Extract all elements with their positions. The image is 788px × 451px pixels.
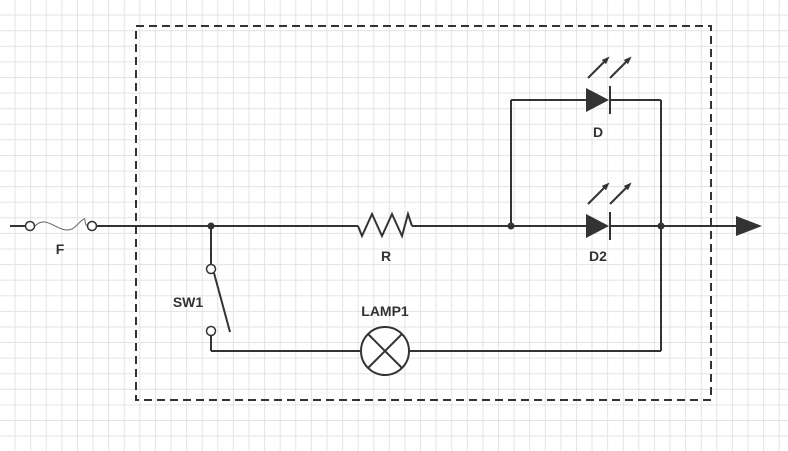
output-arrow-icon	[736, 216, 762, 236]
led-branch-wire	[510, 99, 662, 351]
switch-branch-wire	[210, 226, 661, 352]
resistor-symbol	[357, 210, 413, 239]
led-top-symbol	[586, 56, 632, 114]
enclosure-box	[135, 25, 712, 401]
switch-label: SW1	[173, 294, 204, 310]
lamp-label: LAMP1	[361, 303, 409, 319]
switch-symbol	[205, 263, 231, 337]
led-bottom-label: D2	[589, 248, 607, 264]
lamp-symbol	[360, 326, 410, 376]
resistor-label: R	[381, 248, 391, 264]
led-bottom-symbol	[586, 182, 632, 240]
fuse-symbol	[24, 218, 98, 232]
fuse-label: F	[56, 241, 65, 257]
led-top-label: D	[593, 124, 603, 140]
